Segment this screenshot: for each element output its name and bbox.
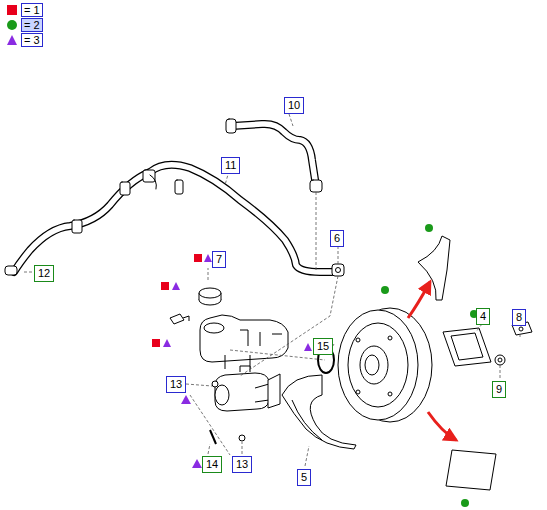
callout-number: 8 xyxy=(512,309,526,326)
callout-number: 13 xyxy=(166,376,186,393)
callout-number: 15 xyxy=(313,338,333,355)
legend-entry: = 3 xyxy=(6,33,43,47)
hoses xyxy=(14,119,332,272)
callout-number: 14 xyxy=(202,456,222,473)
callout-number: 12 xyxy=(34,265,54,282)
legend-entry: = 2 xyxy=(6,18,43,32)
callout-number: 7 xyxy=(212,251,226,268)
parts xyxy=(5,236,532,490)
callout-number: 10 xyxy=(284,97,304,114)
callout-number: 11 xyxy=(221,157,240,174)
legend-entry: = 1 xyxy=(6,3,43,17)
callout-number: 13 xyxy=(232,456,252,473)
fit-arrows xyxy=(408,282,456,440)
callout-number: 9 xyxy=(492,381,506,398)
legend-swatch xyxy=(6,19,18,31)
legend-swatch-mark xyxy=(7,20,17,30)
legend-text: = 1 xyxy=(21,3,43,17)
legend-swatch xyxy=(6,4,18,16)
legend-text: = 3 xyxy=(21,33,43,47)
legend-swatch-mark xyxy=(7,35,17,45)
spec-symbols xyxy=(152,224,478,507)
legend-swatch xyxy=(6,34,18,46)
callout-number: 4 xyxy=(476,308,490,325)
callout-number: 5 xyxy=(297,469,311,486)
callout-number: 6 xyxy=(330,230,344,247)
legend-swatch-mark xyxy=(7,5,17,15)
legend-text: = 2 xyxy=(21,18,43,32)
leader-lines xyxy=(24,114,520,466)
